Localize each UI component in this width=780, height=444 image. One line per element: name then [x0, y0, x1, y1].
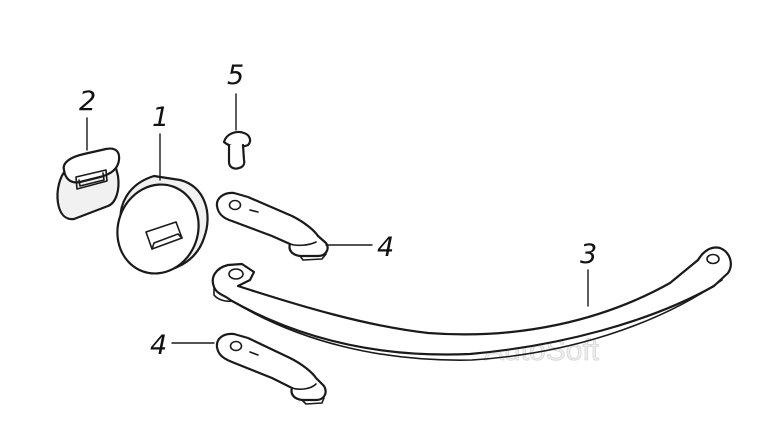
callout-label-1: 1	[152, 102, 169, 133]
part-3-spring-leaf	[211, 246, 732, 361]
part-4-lever-upper	[215, 191, 329, 261]
callout-label-2: 2	[79, 86, 96, 117]
part-4-lever-lower	[215, 332, 327, 405]
part-5-rivet	[222, 130, 252, 170]
part-2-washer	[56, 147, 121, 221]
callout-label-3: 3	[580, 239, 597, 270]
callout-label-5: 5	[227, 60, 244, 91]
part-1-bushing	[116, 174, 209, 275]
callout-label-4-upper: 4	[377, 232, 394, 263]
callout-label-4-lower: 4	[150, 330, 167, 361]
